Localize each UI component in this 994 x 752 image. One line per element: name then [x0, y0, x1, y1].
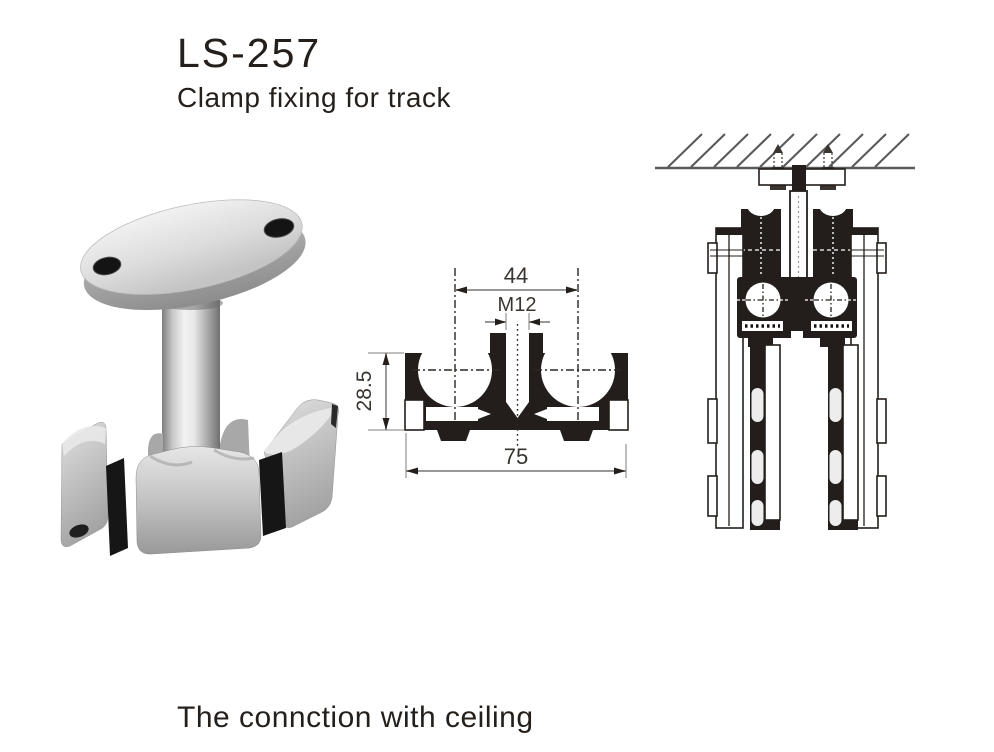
clamp-screw-left — [404, 399, 491, 431]
rubber-gasket-right — [259, 452, 286, 536]
hanger-rail-left — [748, 338, 781, 530]
dim-center-distance: 44 — [455, 263, 578, 294]
clamp-block — [737, 277, 857, 338]
side-plate-left — [707, 227, 748, 529]
dim-height: 28.5 — [353, 352, 404, 431]
screw-hole-left — [92, 256, 122, 276]
product-description: Clamp fixing for track — [177, 82, 451, 113]
pedestal-column — [159, 296, 223, 465]
dimension-drawing: 44 M12 28.5 75 — [353, 263, 629, 478]
installation-drawing — [655, 133, 915, 530]
dim-width: 75 — [405, 433, 627, 478]
base-center-block — [135, 446, 262, 555]
product-photo — [60, 199, 339, 556]
left-wing — [60, 421, 109, 547]
top-plate — [80, 199, 306, 311]
foot-left — [437, 430, 470, 441]
foot-right — [560, 430, 593, 441]
hanger-rail-right — [820, 338, 859, 530]
clamp-base — [60, 399, 339, 556]
dim-label-75: 75 — [504, 444, 528, 469]
clamp-screw-right — [534, 399, 629, 431]
ceiling-hatch — [655, 133, 915, 170]
centerlines — [412, 268, 622, 447]
dim-thread: M12 — [485, 294, 550, 330]
screw-hole-right — [263, 218, 295, 238]
suspension-stem — [789, 165, 808, 284]
track-profile-left — [741, 194, 781, 287]
rubber-gasket-left — [106, 458, 128, 556]
figure-caption: The connction with ceiling — [177, 701, 534, 734]
product-code: LS-257 — [177, 30, 322, 76]
dim-label-44: 44 — [504, 263, 528, 288]
track-profile-right — [813, 194, 853, 287]
dim-label-m12: M12 — [498, 294, 537, 316]
dim-label-28-5: 28.5 — [353, 371, 376, 412]
